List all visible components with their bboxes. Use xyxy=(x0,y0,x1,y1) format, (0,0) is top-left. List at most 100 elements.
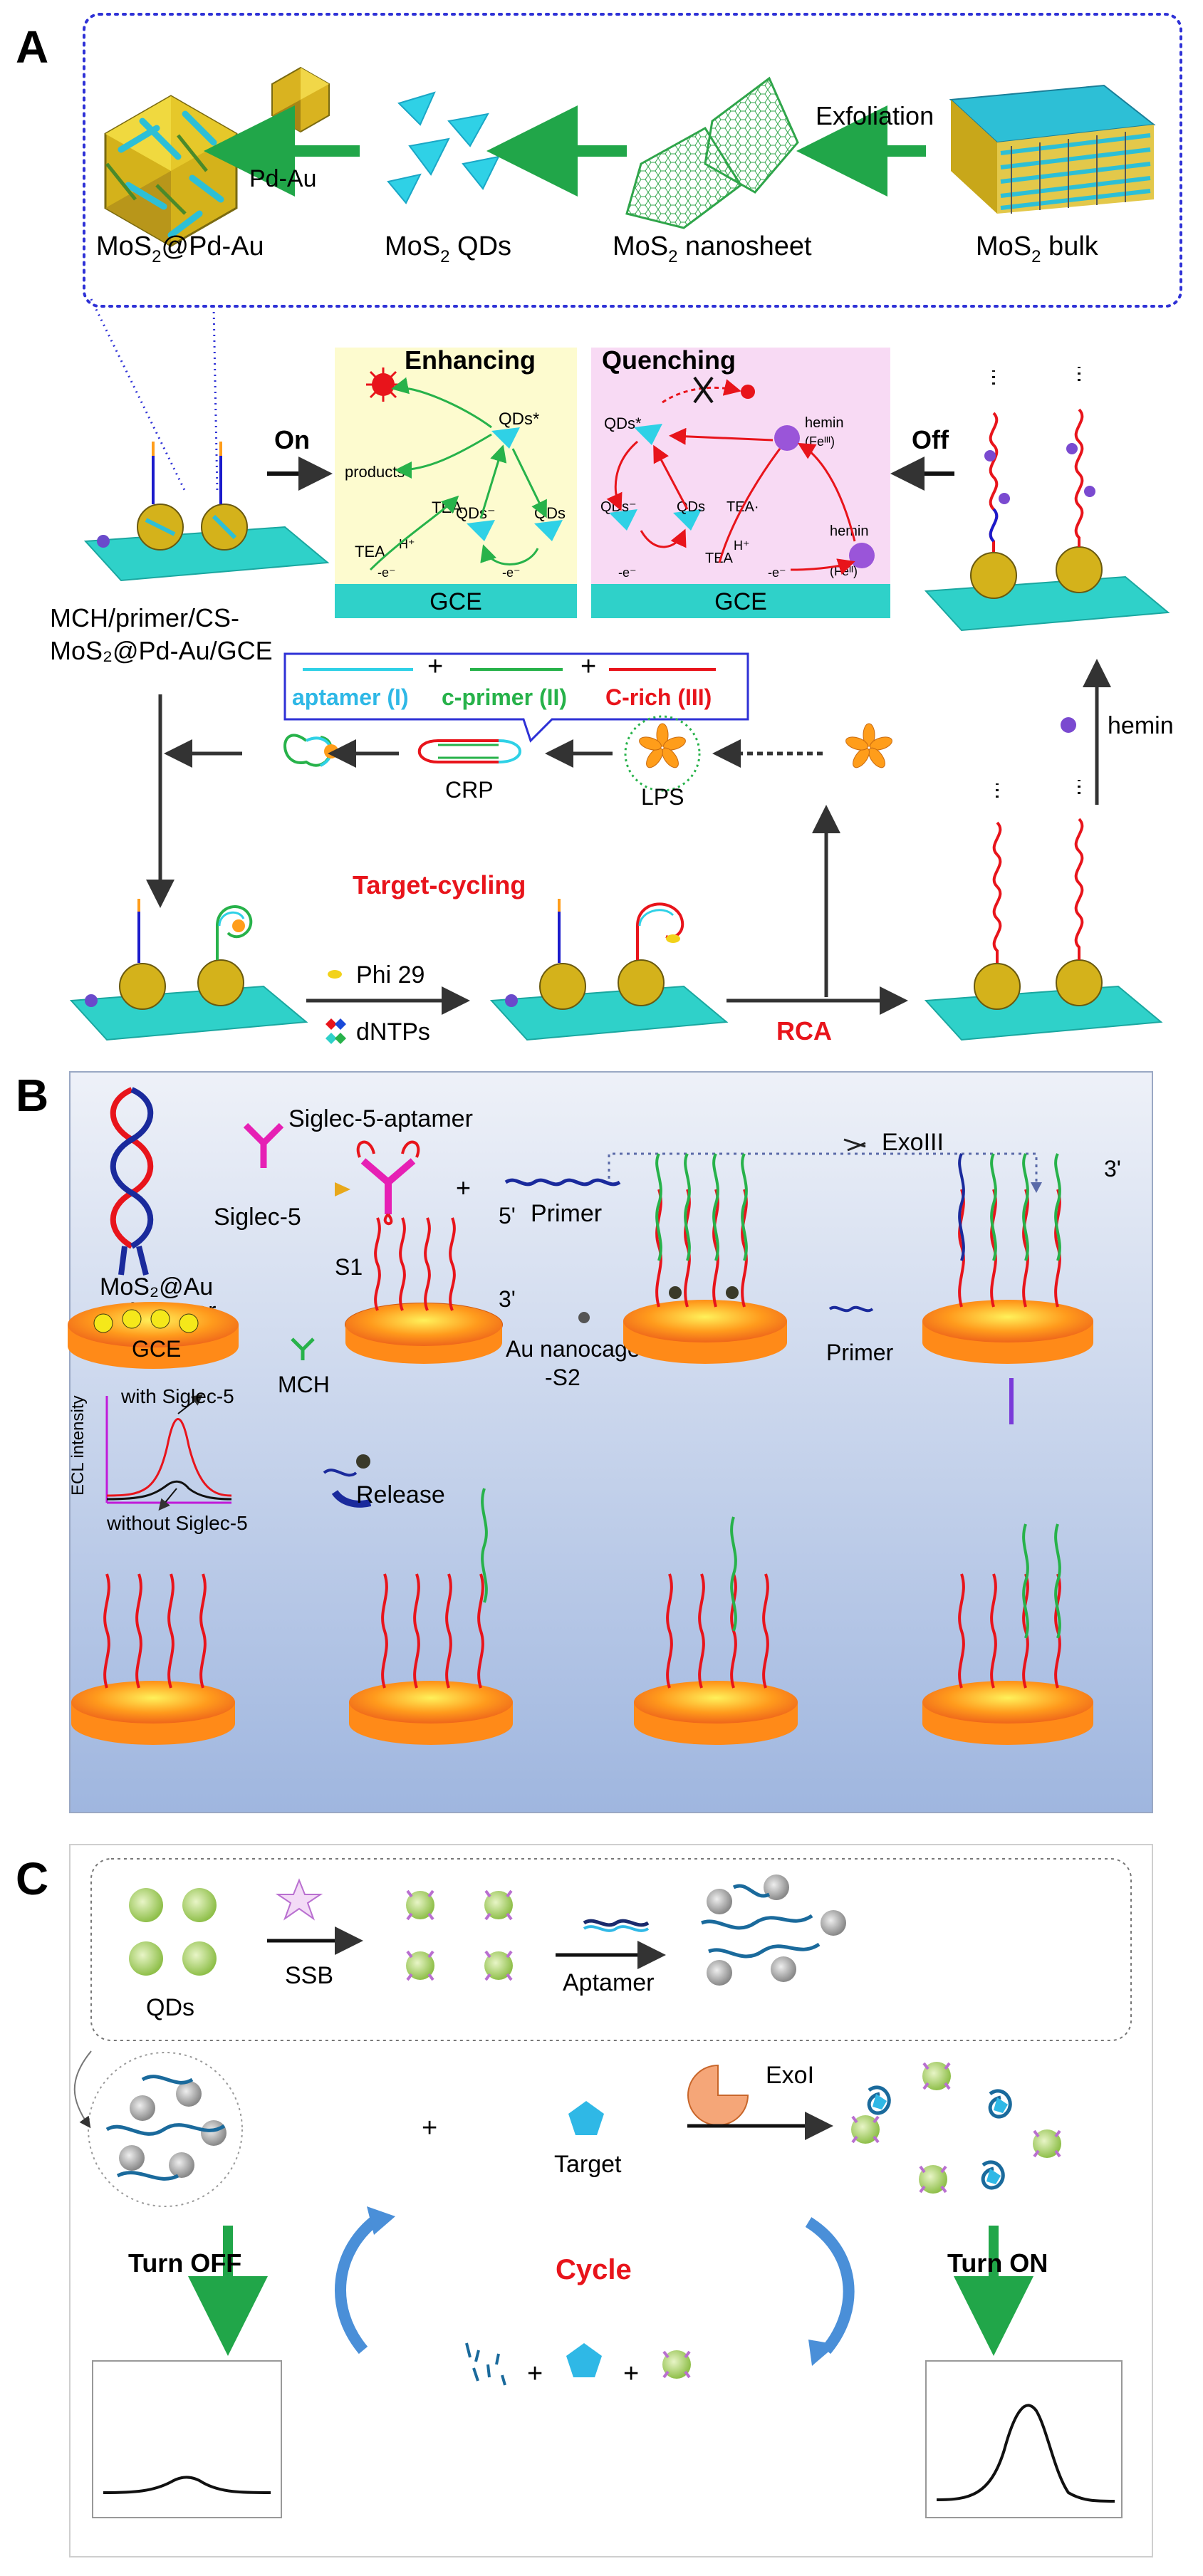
mch-icon xyxy=(291,1337,315,1360)
target-cycling-label: Target-cycling xyxy=(353,870,526,899)
dntps-icon xyxy=(326,1018,346,1044)
cycle-products xyxy=(465,2342,506,2386)
mos2-bulk-label: MoS2 bulk xyxy=(976,231,1099,266)
quenched-complex xyxy=(88,2052,243,2207)
release-label: Release xyxy=(356,1481,445,1508)
aptamer-helix xyxy=(110,1087,154,1276)
hemin-icon xyxy=(1061,717,1076,733)
panel-a: A Pd-Au MoS2@Pd-Au MoS2 QDs xyxy=(16,13,1182,1045)
que-h-plus: H⁺ xyxy=(734,538,750,553)
quenching-gce: GCE xyxy=(714,588,767,615)
electrode-bottom-b4 xyxy=(922,1523,1093,1745)
crp-label: CRP xyxy=(445,777,494,803)
electrode-bottom-left xyxy=(69,899,308,1041)
primer-arrow-label: Primer xyxy=(826,1340,894,1365)
callout-line-right xyxy=(212,306,219,492)
mos2-pd-au-label: MoS2@Pd-Au xyxy=(96,231,264,266)
target-pentagon-icon xyxy=(568,2101,604,2135)
released-qds xyxy=(851,2062,1061,2194)
five-prime-label: 5' xyxy=(499,1203,516,1229)
electrode-label-line2: MoS₂@Pd-Au/GCE xyxy=(50,636,273,665)
siglec5-label: Siglec-5 xyxy=(214,1204,301,1231)
ssb-star-icon xyxy=(275,1878,323,1921)
legend-crich: C-rich (III) xyxy=(605,684,712,710)
gce-label: GCE xyxy=(132,1336,181,1362)
crp-complex xyxy=(283,734,338,767)
quenching-box: GCE Quenching QDs* QDs⁻ QDs TEA· TEA H⁺ … xyxy=(591,345,890,618)
panel-c-frame xyxy=(69,1844,1153,2557)
enh-e-minus2: -e⁻ xyxy=(502,565,521,580)
enhancing-title: Enhancing xyxy=(405,345,536,375)
primer-strand xyxy=(504,1178,621,1187)
pd-au-label: Pd-Au xyxy=(249,165,317,192)
siglec5-aptamer-complex xyxy=(356,1140,420,1226)
electrode-s2-hybrid xyxy=(623,1153,787,1364)
que-qds: QDs xyxy=(677,499,705,515)
legend-plus1: + xyxy=(427,652,443,682)
mos2-bulk xyxy=(949,84,1156,214)
enh-qds-minus: QDs⁻ xyxy=(456,504,496,522)
cycle-label: Cycle xyxy=(556,2254,632,2285)
target-label: Target xyxy=(554,2151,622,2178)
qds-cluster xyxy=(129,1888,217,1976)
exfoliation-label: Exfoliation xyxy=(816,101,934,130)
mos2-au-label: MoS₂@Au xyxy=(100,1273,213,1300)
mos2-au-gce-electrode xyxy=(68,1302,239,1369)
exoiii-scissors-icon xyxy=(843,1138,866,1152)
legend-aptamer: aptamer (I) xyxy=(292,684,409,710)
cycle-arrow-left xyxy=(334,2213,381,2355)
quenching-title: Quenching xyxy=(602,345,736,375)
panel-c: C QDs SSB Aptamer xyxy=(16,1844,1153,2557)
turn-off-label: Turn OFF xyxy=(128,2248,241,2278)
plus-c-label: + xyxy=(422,2113,437,2143)
panel-b-background xyxy=(69,1071,1153,1813)
que-hemin2: hemin xyxy=(830,523,868,539)
signal-off-plot xyxy=(92,2360,282,2518)
plus-label: + xyxy=(456,1173,471,1202)
cycle-qd-ssb xyxy=(662,2350,691,2379)
mos2-nanosheet-label: MoS2 nanosheet xyxy=(613,231,812,266)
aptamer-c-label: Aptamer xyxy=(563,1969,655,1996)
enhancing-box: GCE Enhancing QDs* products QDs⁻ QDs TEA… xyxy=(335,345,577,618)
s2-label: -S2 xyxy=(545,1365,580,1390)
quenched-star-icon xyxy=(741,385,755,399)
link-arrow xyxy=(73,2050,92,2129)
three-prime-label: 3' xyxy=(1104,1156,1121,1182)
panel-a-letter: A xyxy=(16,21,48,73)
signal-on-plot xyxy=(925,2360,1123,2518)
exoi-enzyme-icon xyxy=(687,2064,749,2126)
electrode-bottom-b1 xyxy=(71,1573,235,1745)
electrode-bottom-b2 xyxy=(349,1488,513,1745)
que-qds-star: QDs* xyxy=(604,414,642,432)
mch-label: MCH xyxy=(278,1372,330,1397)
exoi-label: ExoI xyxy=(766,2062,814,2089)
electrode-mch-primer xyxy=(83,442,330,582)
off-label: Off xyxy=(912,425,949,454)
primer-top-label: Primer xyxy=(531,1200,602,1227)
electrode-rca-product-hemin xyxy=(924,367,1170,632)
que-hemin1: hemin xyxy=(805,415,843,431)
phi29-icon xyxy=(328,970,342,979)
qds-aptamer-complex xyxy=(701,1874,846,1986)
panel-b-letter: B xyxy=(16,1070,48,1121)
au-nanocage-label: Au nanocage xyxy=(506,1336,640,1362)
plus-a-label: + xyxy=(527,2359,543,2389)
ecl-inset-plot xyxy=(105,1394,232,1511)
electrode-bottom-b3 xyxy=(634,1516,798,1745)
mos2-qds-label: MoS2 QDs xyxy=(385,231,511,266)
mos2-pd-au-particle xyxy=(104,95,238,247)
hemin-fe2-icon xyxy=(849,543,875,568)
s1-electrode xyxy=(345,1217,503,1364)
siglec5-aptamer-label: Siglec-5-aptamer xyxy=(288,1105,473,1132)
legend-cprimer: c-primer (II) xyxy=(442,684,567,710)
lps-target xyxy=(624,715,701,792)
siglec5-icon xyxy=(243,1122,284,1168)
plus-b-label: + xyxy=(623,2359,639,2389)
ssb-label: SSB xyxy=(285,1962,333,1989)
que-e-minus2: -e⁻ xyxy=(768,565,786,580)
electrode-label-line1: MCH/primer/CS- xyxy=(50,603,239,632)
lps-label: LPS xyxy=(641,784,684,810)
rca-label: RCA xyxy=(776,1016,832,1045)
dntps-label: dNTPs xyxy=(356,1018,430,1045)
